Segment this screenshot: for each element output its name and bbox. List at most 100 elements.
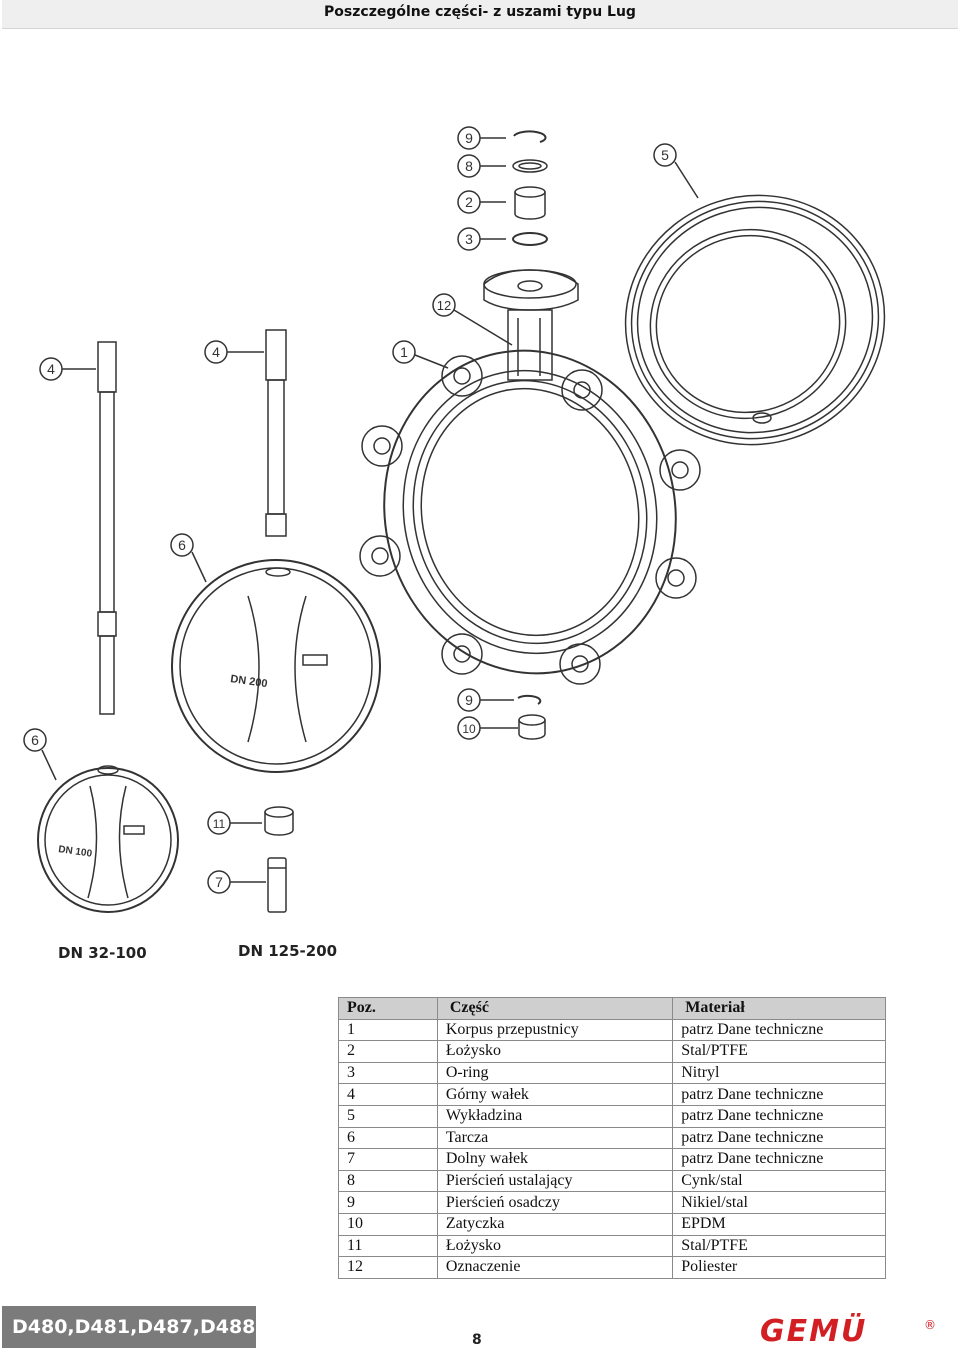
bearing-bottom xyxy=(264,806,294,836)
registered-mark: ® xyxy=(924,1318,936,1332)
callout-10: 10 xyxy=(457,716,518,740)
exploded-view-drawing: 9 8 2 3 5 12 xyxy=(23,126,886,913)
cell-position: 2 xyxy=(338,1040,438,1063)
svg-text:11: 11 xyxy=(213,817,226,831)
cell-position: 3 xyxy=(338,1061,438,1085)
cell-material: EPDM xyxy=(672,1212,886,1236)
upper-shaft xyxy=(265,329,287,537)
svg-text:DN 100: DN 100 xyxy=(58,844,94,860)
svg-text:9: 9 xyxy=(465,692,473,708)
retaining-ring-bottom xyxy=(517,694,542,705)
page-number: 8 xyxy=(472,1332,482,1348)
callout-9-top: 9 xyxy=(457,126,506,150)
cell-part: Pierścień ustalający xyxy=(436,1169,674,1193)
cell-position: 7 xyxy=(338,1148,438,1171)
cell-part: Łożysko xyxy=(436,1040,674,1063)
valve-top-flange xyxy=(483,269,579,381)
svg-text:3: 3 xyxy=(465,231,473,247)
header-position: Poz. xyxy=(338,997,438,1020)
lower-shaft-long xyxy=(97,341,117,715)
svg-text:4: 4 xyxy=(47,361,55,377)
svg-text:1: 1 xyxy=(400,344,408,360)
cell-part: Dolny wałek xyxy=(436,1148,674,1171)
callout-11: 11 xyxy=(207,811,262,835)
header-material: Materiał xyxy=(672,997,886,1020)
header-part: Część xyxy=(436,997,674,1020)
bearing-top xyxy=(514,186,546,220)
cell-part: Tarcza xyxy=(436,1126,674,1150)
svg-text:5: 5 xyxy=(661,147,669,163)
cell-position: 9 xyxy=(338,1191,438,1214)
cell-position: 12 xyxy=(338,1256,438,1279)
gemu-logo: GEMÜ xyxy=(760,1314,868,1349)
cell-material: patrz Dane techniczne xyxy=(672,1104,886,1128)
callout-6-upper: 6 xyxy=(170,533,207,583)
svg-text:2: 2 xyxy=(465,194,473,210)
svg-text:12: 12 xyxy=(437,298,451,313)
svg-text:6: 6 xyxy=(178,537,186,553)
callout-2: 2 xyxy=(457,190,506,214)
callout-7: 7 xyxy=(207,870,266,894)
liner-ring xyxy=(624,194,886,446)
cell-material: patrz Dane techniczne xyxy=(672,1148,886,1171)
callout-3: 3 xyxy=(457,227,506,251)
cell-material: Stal/PTFE xyxy=(672,1040,886,1063)
callout-4-middle: 4 xyxy=(204,340,264,364)
cell-position: 11 xyxy=(338,1234,438,1258)
cell-part: O-ring xyxy=(436,1061,674,1085)
callout-4-left: 4 xyxy=(39,357,96,381)
svg-text:DN 200: DN 200 xyxy=(230,673,269,690)
cell-part: Łożysko xyxy=(436,1234,674,1258)
cell-material: Poliester xyxy=(672,1256,886,1279)
cell-part: Zatyczka xyxy=(436,1212,674,1236)
cell-material: patrz Dane techniczne xyxy=(672,1018,886,1042)
cell-position: 4 xyxy=(338,1083,438,1106)
callout-12: 12 xyxy=(432,293,513,346)
size-label-large: DN 125-200 xyxy=(238,942,338,960)
cell-material: patrz Dane techniczne xyxy=(672,1126,886,1150)
svg-text:10: 10 xyxy=(462,722,476,736)
cell-position: 10 xyxy=(338,1212,438,1236)
callout-6-lower: 6 xyxy=(23,728,57,781)
svg-text:4: 4 xyxy=(212,344,220,360)
svg-text:9: 9 xyxy=(465,130,473,146)
disc-dn200: DN 200 xyxy=(171,559,381,773)
lower-shaft-short xyxy=(267,857,287,913)
cell-part: Oznaczenie xyxy=(436,1256,674,1279)
disc-dn100: DN 100 xyxy=(37,765,179,913)
table-header-row: Poz. Część Materiał xyxy=(338,997,886,1020)
cell-material: patrz Dane techniczne xyxy=(672,1083,886,1106)
svg-text:8: 8 xyxy=(465,158,473,174)
page-header: Poszczególne części- z uszami typu Lug xyxy=(2,0,958,29)
o-ring-top xyxy=(512,232,548,246)
svg-text:7: 7 xyxy=(215,874,223,890)
page-title: Poszczególne części- z uszami typu Lug xyxy=(324,4,636,20)
cell-position: 5 xyxy=(338,1104,438,1128)
callout-8: 8 xyxy=(457,154,506,178)
cell-position: 6 xyxy=(338,1126,438,1150)
callout-1: 1 xyxy=(392,340,449,369)
cell-material: Stal/PTFE xyxy=(672,1234,886,1258)
cell-position: 1 xyxy=(338,1018,438,1042)
callout-5: 5 xyxy=(653,143,699,199)
retaining-ring-top xyxy=(513,130,547,143)
cell-material: Nitryl xyxy=(672,1061,886,1085)
cell-part: Pierścień osadczy xyxy=(436,1191,674,1214)
washer-top xyxy=(512,159,548,173)
product-code-badge: D480,D481,D487,D488 xyxy=(2,1306,256,1348)
cell-material: Nikiel/stal xyxy=(672,1191,886,1214)
cell-material: Cynk/stal xyxy=(672,1169,886,1193)
